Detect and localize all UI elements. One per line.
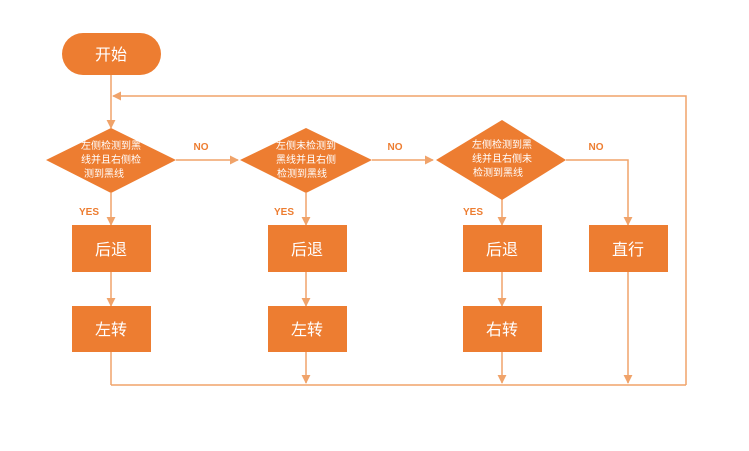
action-backward-2: 后退 xyxy=(268,225,347,272)
action-backward-3-label: 后退 xyxy=(486,240,518,259)
start-node: 开始 xyxy=(62,33,161,75)
decision-3-line-1: 左侧检测到黑 xyxy=(472,138,532,151)
decision-1-line-2: 线并且右侧检 xyxy=(81,153,141,166)
connector-loop-back xyxy=(112,91,687,385)
decision-2-line-3: 检测到黑线 xyxy=(277,167,327,180)
no-label-2: NO xyxy=(388,142,403,153)
action-backward-3: 后退 xyxy=(463,225,542,272)
start-label: 开始 xyxy=(95,45,127,64)
decision-2-line-2: 黑线并且右侧 xyxy=(276,153,336,166)
connector-d3-straight xyxy=(566,159,633,226)
action-backward-1: 后退 xyxy=(72,225,151,272)
decision-3-line-2: 线并且右侧未 xyxy=(472,152,532,165)
action-backward-2-label: 后退 xyxy=(291,240,323,259)
decision-node-1: 左侧检测到黑 线并且右侧检 测到黑线 xyxy=(46,128,176,193)
action-turn-3: 右转 xyxy=(463,306,542,352)
no-label-1: NO xyxy=(194,142,209,153)
yes-label-1: YES xyxy=(79,207,99,218)
connectors xyxy=(106,75,687,386)
decision-node-3: 左侧检测到黑 线并且右侧未 检测到黑线 xyxy=(436,120,566,200)
yes-label-3: YES xyxy=(463,207,483,218)
action-turn-2: 左转 xyxy=(268,306,347,352)
action-straight: 直行 xyxy=(589,225,668,272)
action-straight-label: 直行 xyxy=(612,240,644,259)
action-turn-3-label: 右转 xyxy=(486,320,518,339)
no-label-3: NO xyxy=(589,142,604,153)
action-turn-2-label: 左转 xyxy=(291,320,323,339)
decision-3-line-3: 检测到黑线 xyxy=(473,166,523,179)
decision-1-line-1: 左侧检测到黑 xyxy=(81,139,141,152)
yes-label-2: YES xyxy=(274,207,294,218)
decision-1-line-3: 测到黑线 xyxy=(84,167,124,180)
action-turn-1-label: 左转 xyxy=(95,320,127,339)
action-turn-1: 左转 xyxy=(72,306,151,352)
decision-node-2: 左侧未检测到 黑线并且右侧 检测到黑线 xyxy=(240,128,372,193)
decision-2-line-1: 左侧未检测到 xyxy=(276,139,336,152)
action-backward-1-label: 后退 xyxy=(95,240,127,259)
